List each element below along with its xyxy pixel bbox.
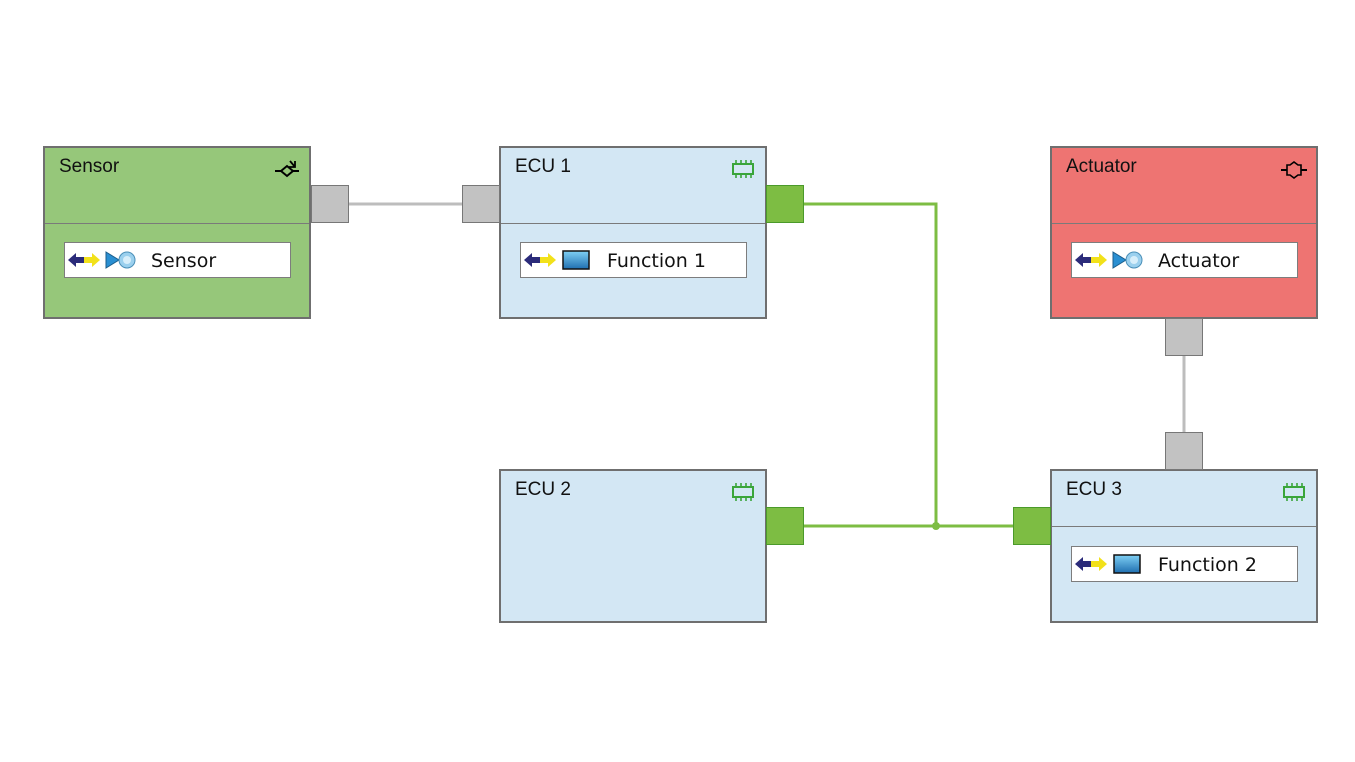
ecu3-out-port[interactable] bbox=[1165, 432, 1203, 470]
ecu1-block[interactable]: ECU 1 bbox=[499, 146, 767, 319]
block-title: ECU 3 bbox=[1066, 479, 1122, 500]
actuator-symbol-icon bbox=[1280, 158, 1308, 180]
sensor-out-port[interactable] bbox=[311, 185, 349, 223]
function-label: Function 2 bbox=[1158, 554, 1257, 576]
chip-icon bbox=[1280, 481, 1308, 503]
block-title: Sensor bbox=[59, 156, 120, 177]
block-title: ECU 1 bbox=[515, 156, 571, 177]
sensor-block[interactable]: Sensor bbox=[43, 146, 311, 319]
function-item[interactable]: Actuator bbox=[1071, 242, 1298, 278]
function-item[interactable]: Function 2 bbox=[1071, 546, 1298, 582]
actuator-block[interactable]: Actuator bbox=[1050, 146, 1318, 319]
ecu2-bus-port[interactable] bbox=[766, 507, 804, 545]
ecu1-bus-port[interactable] bbox=[766, 185, 804, 223]
actuator-function-icon bbox=[1112, 249, 1144, 271]
function-label: Sensor bbox=[151, 250, 217, 272]
block-divider bbox=[1052, 223, 1316, 224]
chip-icon bbox=[729, 158, 757, 180]
bus-junction bbox=[932, 522, 940, 530]
function-item[interactable]: Sensor bbox=[64, 242, 291, 278]
software-function-icon bbox=[1112, 553, 1144, 575]
sensor-symbol-icon bbox=[273, 158, 301, 180]
ecu1-in-port[interactable] bbox=[462, 185, 500, 223]
bidirectional-arrows-icon bbox=[523, 249, 557, 271]
block-divider bbox=[1052, 526, 1316, 527]
function-label: Function 1 bbox=[607, 250, 706, 272]
bidirectional-arrows-icon bbox=[67, 249, 101, 271]
software-function-icon bbox=[561, 249, 593, 271]
chip-icon bbox=[729, 481, 757, 503]
function-label: Actuator bbox=[1158, 250, 1240, 272]
block-title: ECU 2 bbox=[515, 479, 571, 500]
block-title: Actuator bbox=[1066, 156, 1137, 177]
block-divider bbox=[45, 223, 309, 224]
function-item[interactable]: Function 1 bbox=[520, 242, 747, 278]
actuator-in-port[interactable] bbox=[1165, 318, 1203, 356]
bus-line-ecu1 bbox=[804, 202, 938, 526]
sensor-function-icon bbox=[105, 249, 137, 271]
block-divider bbox=[501, 223, 765, 224]
bidirectional-arrows-icon bbox=[1074, 553, 1108, 575]
ecu3-block[interactable]: ECU 3 bbox=[1050, 469, 1318, 623]
ecu2-block[interactable]: ECU 2 bbox=[499, 469, 767, 623]
ecu3-bus-port[interactable] bbox=[1013, 507, 1051, 545]
bidirectional-arrows-icon bbox=[1074, 249, 1108, 271]
